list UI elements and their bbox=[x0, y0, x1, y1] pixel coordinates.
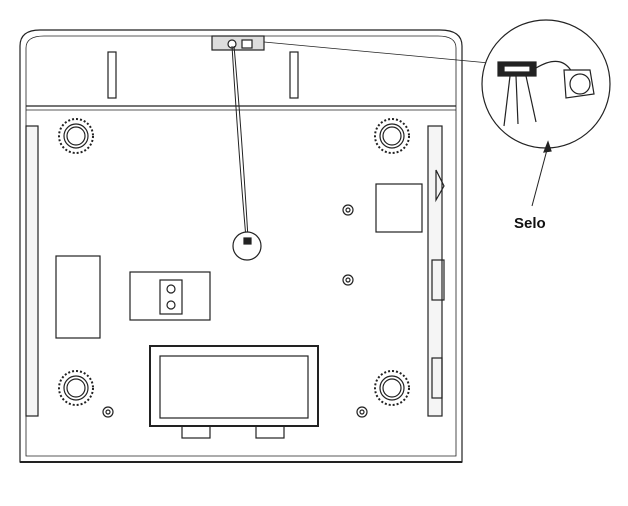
housing-outline bbox=[19, 29, 463, 463]
callout-arrow bbox=[531, 140, 552, 207]
label-plate-left bbox=[55, 255, 101, 339]
leader-line-top bbox=[263, 41, 501, 65]
connector-block bbox=[129, 271, 211, 321]
battery-compartment bbox=[149, 345, 319, 439]
top-clip bbox=[211, 35, 265, 51]
screw-holes bbox=[102, 204, 368, 418]
foot-bottom-right bbox=[374, 370, 410, 406]
magnified-detail bbox=[481, 19, 611, 149]
foot-bottom-left bbox=[58, 370, 94, 406]
label-plate-right bbox=[375, 183, 423, 233]
seal-wire bbox=[231, 45, 262, 261]
right-rail bbox=[427, 125, 445, 417]
foot-top-left bbox=[58, 118, 94, 154]
top-strip bbox=[26, 51, 456, 111]
seal-label: Selo bbox=[514, 215, 546, 232]
left-rail bbox=[25, 125, 39, 417]
foot-top-right bbox=[374, 118, 410, 154]
